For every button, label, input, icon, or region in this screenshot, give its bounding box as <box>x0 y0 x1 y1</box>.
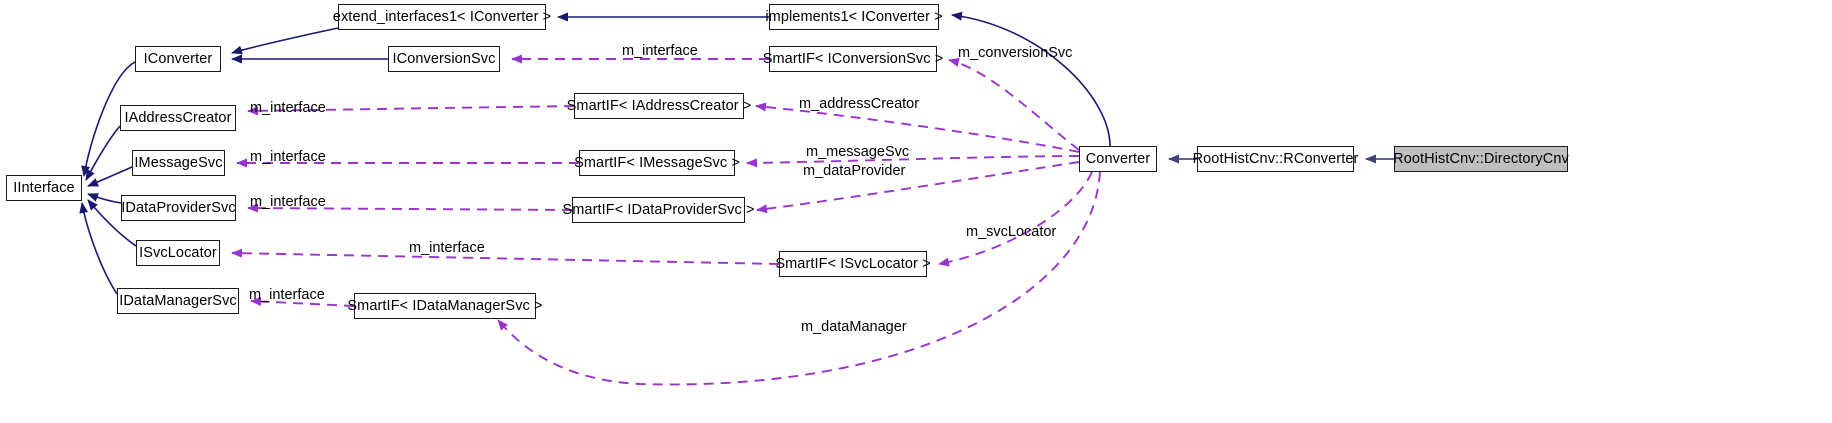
edge-label-lbl-m-interface-isvclocator: m_interface <box>409 240 485 256</box>
class-node-iaddresscreator[interactable]: IAddressCreator <box>120 105 236 131</box>
edge-label-lbl-m-interface-iaddresscreator: m_interface <box>250 100 326 116</box>
class-node-smartif_iconversionsvc[interactable]: SmartIF< IConversionSvc > <box>763 46 943 72</box>
edge-label-lbl-m-addresscreator: m_addressCreator <box>799 96 920 112</box>
class-node-imessagesvc[interactable]: IMessageSvc <box>132 150 225 176</box>
class-node-idatamanagersvc[interactable]: IDataManagerSvc <box>117 288 239 314</box>
class-node-iconverter[interactable]: IConverter <box>135 46 221 72</box>
class-node-smartif_idataprovidersvc[interactable]: SmartIF< IDataProviderSvc > <box>562 197 754 223</box>
class-node-directorycnv[interactable]: RootHistCnv::DirectoryCnv <box>1393 146 1569 172</box>
class-node-rconverter[interactable]: RootHistCnv::RConverter <box>1193 146 1358 172</box>
class-node-iconversionsvc[interactable]: IConversionSvc <box>388 46 500 72</box>
class-node-smartif_isvclocator[interactable]: SmartIF< ISvcLocator > <box>775 251 931 277</box>
class-node-implements1[interactable]: implements1< IConverter > <box>765 4 943 30</box>
class-node-smartif_iaddresscreator[interactable]: SmartIF< IAddressCreator > <box>567 93 751 119</box>
edge-label-lbl-m-conversionsvc: m_conversionSvc <box>958 45 1073 61</box>
edge-label-lbl-m-messagesvc: m_messageSvc <box>806 144 910 160</box>
edge-label-lbl-m-interface-iconversionsvc: m_interface <box>622 43 698 59</box>
edge-label-lbl-m-interface-imessagesvc: m_interface <box>250 149 326 165</box>
class-node-converter[interactable]: Converter <box>1079 146 1157 172</box>
edge-label-lbl-m-interface-idataprovidersvc: m_interface <box>250 194 326 210</box>
class-node-smartif_idatamanagersvc[interactable]: SmartIF< IDataManagerSvc > <box>347 293 543 319</box>
class-node-smartif_imessagesvc[interactable]: SmartIF< IMessageSvc > <box>574 150 740 176</box>
edge-label-lbl-m-svclocator: m_svcLocator <box>966 224 1057 240</box>
edge-label-lbl-m-dataprovider: m_dataProvider <box>803 163 906 179</box>
class-node-idataprovidersvc[interactable]: IDataProviderSvc <box>121 195 236 221</box>
class-node-extend_interfaces[interactable]: extend_interfaces1< IConverter > <box>333 4 551 30</box>
edge-label-lbl-m-datamanager: m_dataManager <box>801 319 907 335</box>
class-node-isvclocator[interactable]: ISvcLocator <box>136 240 220 266</box>
class-node-iinterface[interactable]: IInterface <box>6 175 82 201</box>
edge-label-lbl-m-interface-idatamanagersvc: m_interface <box>249 287 325 303</box>
